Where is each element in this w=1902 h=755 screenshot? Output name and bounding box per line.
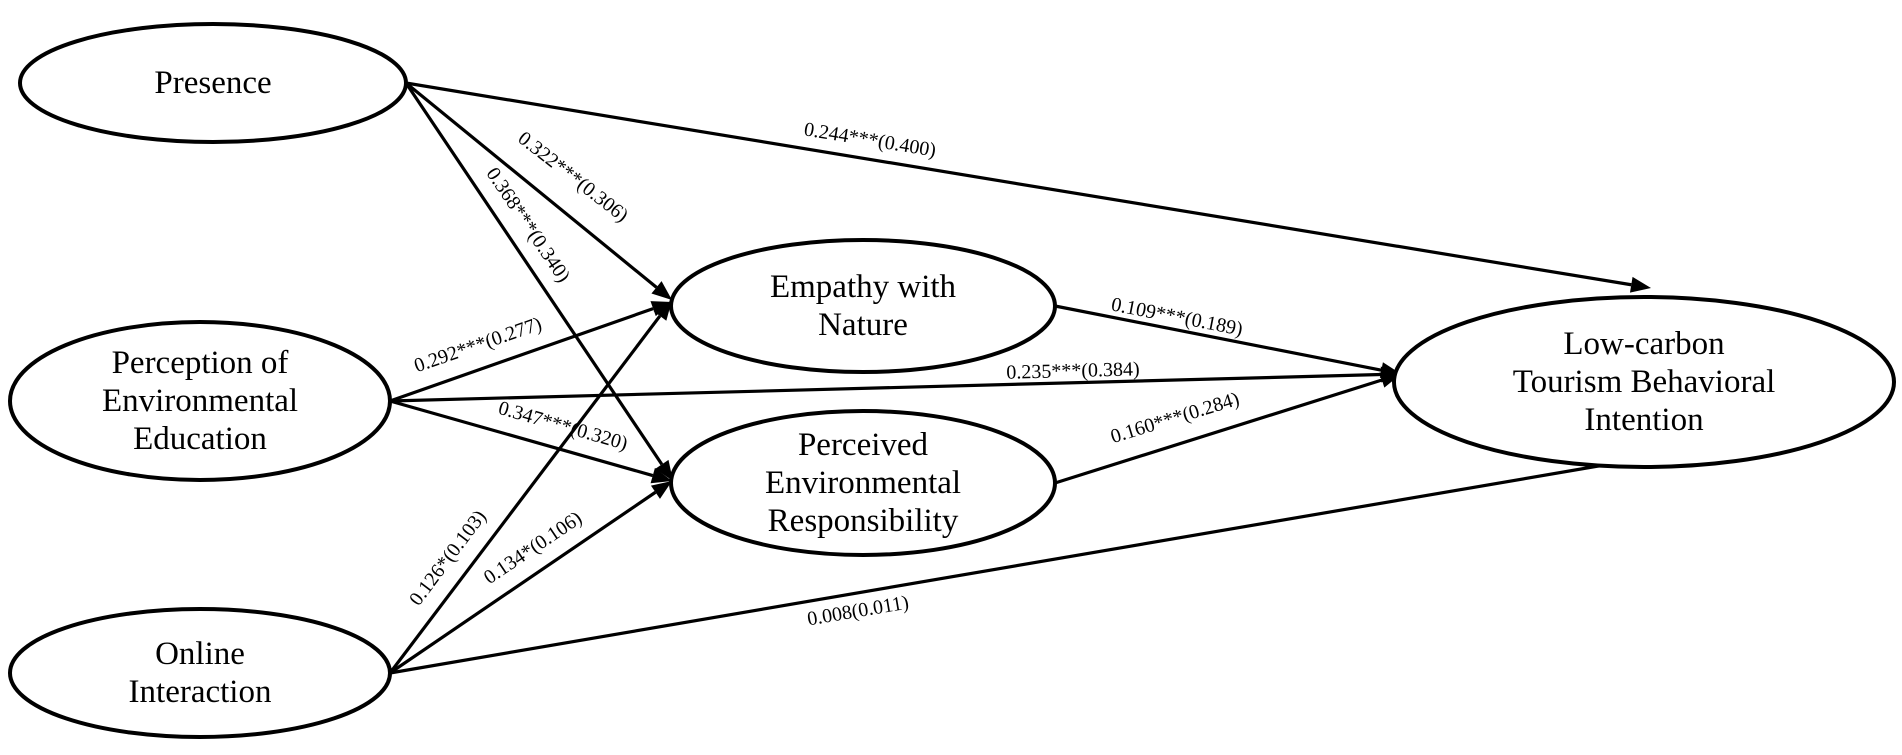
edge-line-empathy-lctbi [1054, 304, 1382, 372]
edge-line-presence-empathy [404, 81, 658, 289]
arrowhead-presence-per [655, 459, 673, 481]
edge-online-empathy [388, 300, 672, 674]
edge-label-presence-lctbi: 0.244***(0.400) [802, 118, 937, 161]
edge-pee-per [389, 399, 672, 484]
edge-label-per-lctbi: 0.160***(0.284) [1108, 388, 1242, 448]
edge-per-lctbi [1054, 372, 1401, 485]
node-label-lctbi: Low-carbon [1563, 326, 1724, 362]
arrowhead-pee-per [650, 467, 672, 484]
edge-line-online-empathy [388, 314, 662, 674]
edge-online-per [389, 481, 672, 675]
node-label-per: Responsibility [768, 503, 959, 539]
edge-line-presence-lctbi [405, 81, 1632, 287]
node-label-online: Interaction [129, 674, 272, 710]
arrowhead-presence-empathy [651, 281, 672, 300]
edge-presence-empathy [404, 81, 672, 300]
edge-line-pee-lctbi [389, 372, 1382, 403]
edge-label-empathy-lctbi: 0.109***(0.189) [1109, 293, 1244, 340]
node-label-empathy: Nature [818, 307, 908, 343]
node-label-per: Perceived [798, 427, 929, 463]
node-label-online: Online [155, 636, 245, 672]
edge-presence-per [404, 82, 673, 481]
arrowhead-online-per [650, 481, 672, 499]
node-label-presence: Presence [154, 65, 271, 101]
node-label-lctbi: Intention [1584, 402, 1703, 438]
node-shape-presence [18, 22, 408, 144]
node-presence: Presence [18, 22, 408, 144]
node-shape-lctbi [1392, 295, 1896, 469]
edge-line-online-lctbi [389, 458, 1632, 675]
edge-label-pee-lctbi: 0.235***(0.384) [1006, 358, 1140, 383]
node-label-empathy: Empathy with [770, 269, 957, 305]
edge-line-per-lctbi [1054, 378, 1383, 485]
node-label-pee: Perception of [112, 345, 289, 381]
edge-label-online-lctbi: 0.008(0.011) [806, 592, 911, 631]
node-shape-pee [8, 320, 392, 482]
edge-line-online-per [389, 490, 657, 675]
edge-line-pee-empathy [389, 307, 654, 403]
node-shape-online [8, 607, 392, 739]
node-shape-empathy [669, 238, 1057, 374]
node-shape-per [669, 409, 1057, 557]
edge-line-pee-per [389, 399, 654, 478]
arrowhead-online-empathy [653, 300, 672, 321]
edge-presence-lctbi [405, 81, 1651, 293]
node-label-pee: Environmental [102, 383, 298, 419]
arrowhead-presence-lctbi [1629, 276, 1651, 293]
node-label-per: Environmental [765, 465, 961, 501]
edge-label-pee-empathy: 0.292***(0.277) [411, 313, 544, 377]
node-label-lctbi: Tourism Behavioral [1513, 364, 1776, 400]
edge-line-presence-per [404, 82, 664, 466]
edges-layer [388, 81, 1651, 675]
node-label-pee: Education [133, 421, 267, 457]
